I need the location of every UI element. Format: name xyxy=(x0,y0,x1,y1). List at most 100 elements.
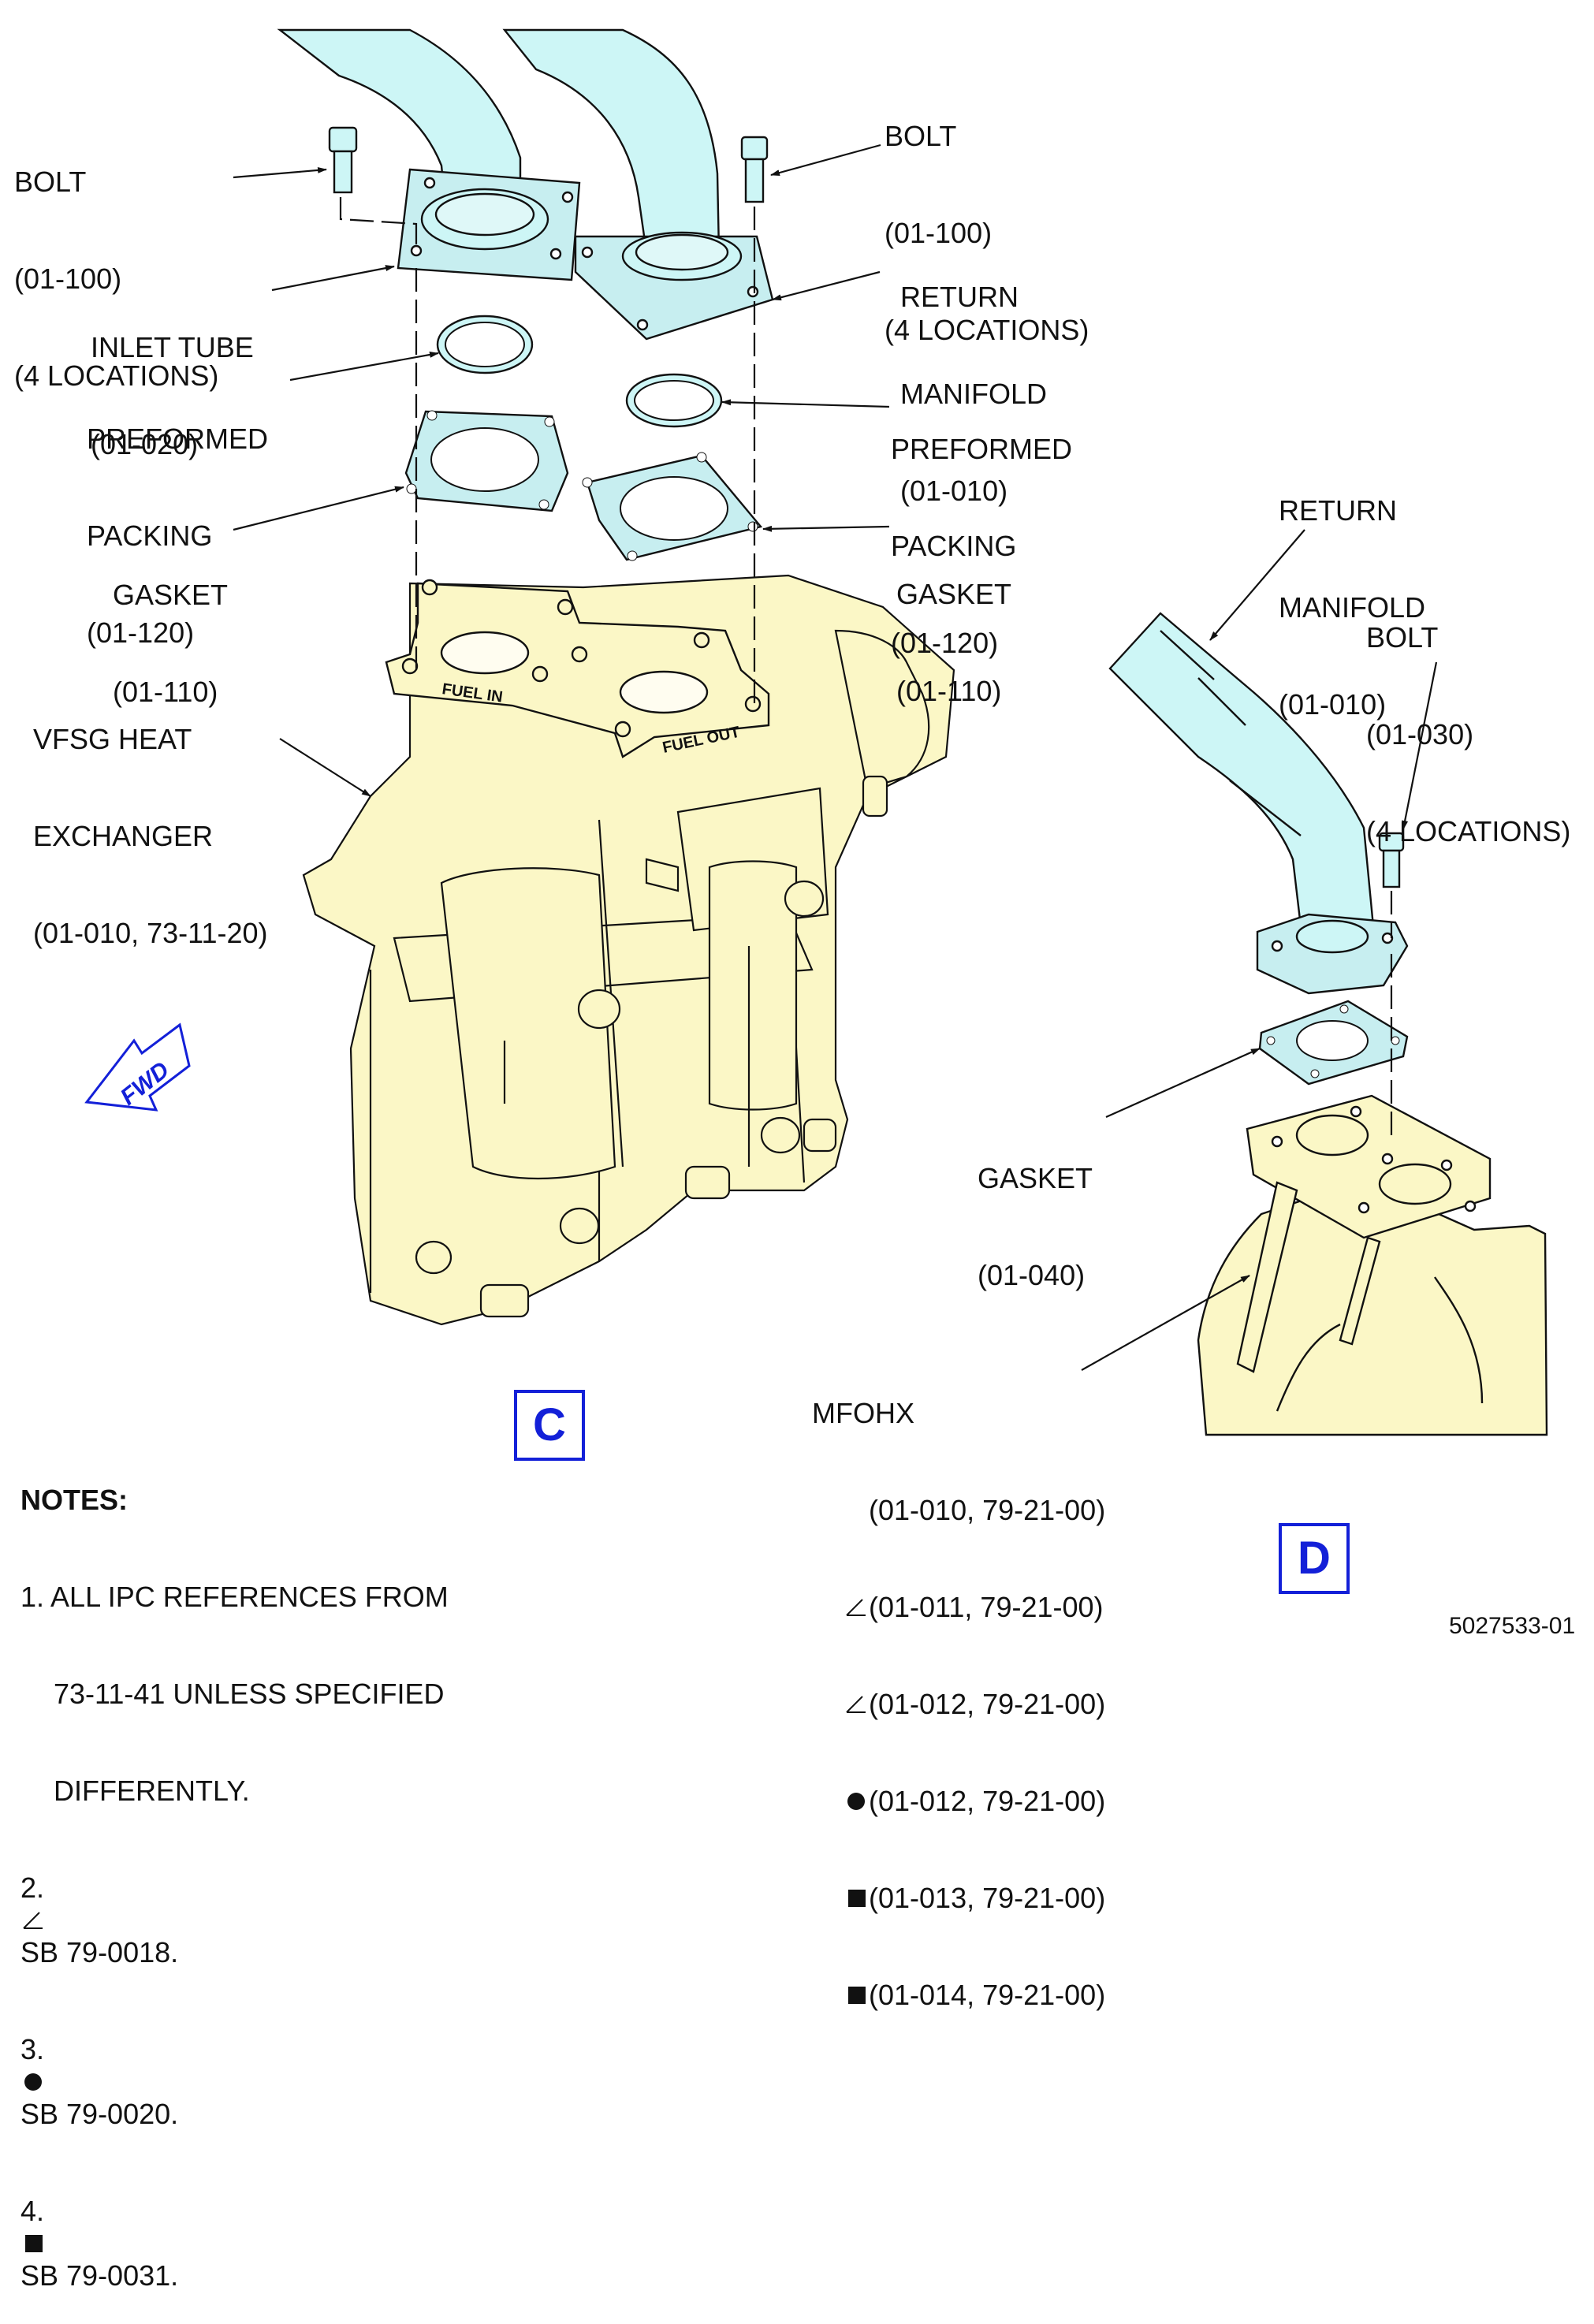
callout-line: BOLT xyxy=(885,120,957,152)
callout-line: GASKET xyxy=(113,579,229,611)
callout-line: (01-030) xyxy=(1366,718,1474,750)
preformed-packing-right xyxy=(625,373,723,428)
return-manifold-c xyxy=(502,28,774,341)
mfohx-ref: (01-012, 79-21-00) xyxy=(869,1785,1106,1817)
callout-line: (01-110) xyxy=(896,675,1002,707)
note-text: SB 79-0018. xyxy=(20,1936,179,1968)
gasket-left xyxy=(404,410,569,512)
circle-icon xyxy=(844,1785,869,1817)
note-4: 4. SB 79-0031. xyxy=(20,2195,449,2292)
note-text: SB 79-0020. xyxy=(20,2098,179,2130)
callout-line: (01-120) xyxy=(87,616,195,649)
note-number: 3. xyxy=(20,2033,45,2065)
note-number: 4. xyxy=(20,2195,45,2227)
callout-gasket-right: GASKET (01-110) xyxy=(896,513,1011,739)
return-manifold-d xyxy=(1108,612,1409,995)
view-label-c: C xyxy=(514,1390,585,1461)
assembly-centerlines-c xyxy=(339,197,756,706)
gasket-right xyxy=(582,452,763,561)
triangle-icon xyxy=(844,1688,869,1720)
mfohx-ref-row: (01-012, 79-21-00) xyxy=(812,1785,1105,1817)
mfohx-ref-row: (01-014, 79-21-00) xyxy=(812,1979,1105,2011)
callout-line: GASKET xyxy=(896,578,1012,610)
callout-packing-right: PREFORMED PACKING (01-120) xyxy=(891,368,1072,691)
triangle-icon xyxy=(844,1591,869,1623)
callout-line: RETURN xyxy=(1279,494,1397,527)
vfsg-top-flange xyxy=(385,579,770,758)
mfohx-ref-row: (01-013, 79-21-00) xyxy=(812,1882,1105,1914)
callout-line: VFSG HEAT xyxy=(33,723,192,755)
note-2: 2. SB 79-0018. xyxy=(20,1871,449,1968)
mfohx-body xyxy=(1197,1094,1548,1436)
square-icon xyxy=(20,2227,46,2259)
fwd-direction-arrow xyxy=(84,1022,191,1112)
mfohx-ref: (01-012, 79-21-00) xyxy=(869,1688,1106,1720)
callout-bolt-d: BOLT (01-030) (4 LOCATIONS) xyxy=(1366,557,1570,880)
callout-vfsg-heat-exchanger: VFSG HEAT EXCHANGER (01-010, 73-11-20) xyxy=(33,658,268,981)
callout-line: PACKING xyxy=(87,520,213,552)
callout-line: PREFORMED xyxy=(87,423,269,455)
drawing-number: 5027533-01 xyxy=(1449,1613,1576,1639)
mfohx-ref: (01-014, 79-21-00) xyxy=(869,1979,1106,2011)
mfohx-ref-row: (01-012, 79-21-00) xyxy=(812,1688,1105,1720)
triangle-icon xyxy=(20,1904,46,1936)
callout-line: (01-040) xyxy=(978,1259,1086,1291)
callout-line: PACKING xyxy=(891,530,1017,562)
view-label-d: D xyxy=(1279,1523,1350,1594)
gasket-d xyxy=(1258,1000,1409,1086)
callout-line: GASKET xyxy=(978,1162,1093,1194)
callout-line: BOLT xyxy=(14,166,87,198)
leader-lines-d xyxy=(1081,529,1438,1371)
callout-line: (01-120) xyxy=(891,627,999,659)
exploded-view-drawing: FUEL IN FUEL OUT xyxy=(84,28,1548,1436)
callout-bolt-right: BOLT (01-100) (4 LOCATIONS) xyxy=(885,55,1089,378)
callout-mfohx: MFOHX (01-010, 79-21-00) (01-011, 79-21-… xyxy=(812,1332,1105,2043)
callout-line: MANIFOLD xyxy=(900,378,1048,410)
callout-line: MANIFOLD xyxy=(1279,591,1426,624)
bolt-d xyxy=(1378,832,1405,888)
note-1-line: 1. ALL IPC REFERENCES FROM xyxy=(20,1581,449,1613)
callout-line: (4 LOCATIONS) xyxy=(885,314,1089,346)
note-1-line: 73-11-41 UNLESS SPECIFIED xyxy=(54,1678,445,1710)
callout-line: (4 LOCATIONS) xyxy=(14,359,219,392)
bolt-right xyxy=(740,136,769,203)
callout-line: (01-100) xyxy=(14,263,122,295)
mfohx-ref-row: (01-010, 79-21-00) xyxy=(812,1494,1105,1526)
mfohx-title: MFOHX xyxy=(812,1397,914,1429)
callout-line: (01-110) xyxy=(113,676,218,708)
note-3: 3. SB 79-0020. xyxy=(20,2033,449,2130)
bolt-left xyxy=(328,126,358,194)
note-1-line: DIFFERENTLY. xyxy=(54,1775,250,1807)
callout-line: (01-100) xyxy=(885,217,993,249)
mfohx-ref: (01-010, 79-21-00) xyxy=(869,1494,1106,1526)
note-text: SB 79-0031. xyxy=(20,2259,179,2292)
square-icon xyxy=(844,1979,869,2011)
preformed-packing-left xyxy=(436,315,534,374)
mfohx-ref: (01-013, 79-21-00) xyxy=(869,1882,1106,1914)
callout-line: PREFORMED xyxy=(891,433,1073,465)
callout-return-manifold-d: RETURN MANIFOLD (01-010) xyxy=(1279,430,1425,753)
callout-line: INLET TUBE xyxy=(91,331,254,363)
mfohx-ref-row: (01-011, 79-21-00) xyxy=(812,1591,1105,1623)
callout-line: (4 LOCATIONS) xyxy=(1366,815,1571,847)
circle-icon xyxy=(20,2065,46,2098)
callout-line: (01-010) xyxy=(1279,688,1387,721)
callout-line: (01-010) xyxy=(900,475,1008,507)
callout-return-manifold-c: RETURN MANIFOLD (01-010) xyxy=(900,216,1047,539)
callout-packing-left: PREFORMED PACKING (01-120) xyxy=(87,358,268,681)
leader-lines-c xyxy=(233,143,890,797)
callout-bolt-left: BOLT (01-100) (4 LOCATIONS) xyxy=(14,101,218,424)
note-number: 2. xyxy=(20,1871,45,1904)
mfohx-ref: (01-011, 79-21-00) xyxy=(869,1591,1104,1623)
callout-inlet-tube: INLET TUBE (01-020) xyxy=(91,266,254,493)
square-icon xyxy=(844,1882,869,1914)
callout-line: (01-020) xyxy=(91,428,199,460)
callout-line: BOLT xyxy=(1366,621,1439,654)
callout-line: EXCHANGER xyxy=(33,820,214,852)
notes-block: NOTES: 1. ALL IPC REFERENCES FROM 73-11-… xyxy=(20,1419,449,2324)
notes-title: NOTES: xyxy=(20,1484,128,1516)
callout-line: RETURN xyxy=(900,281,1019,313)
inlet-tube xyxy=(277,28,581,281)
callout-line: (01-010, 73-11-20) xyxy=(33,917,268,949)
callout-gasket-left: GASKET (01-110) xyxy=(113,514,228,740)
